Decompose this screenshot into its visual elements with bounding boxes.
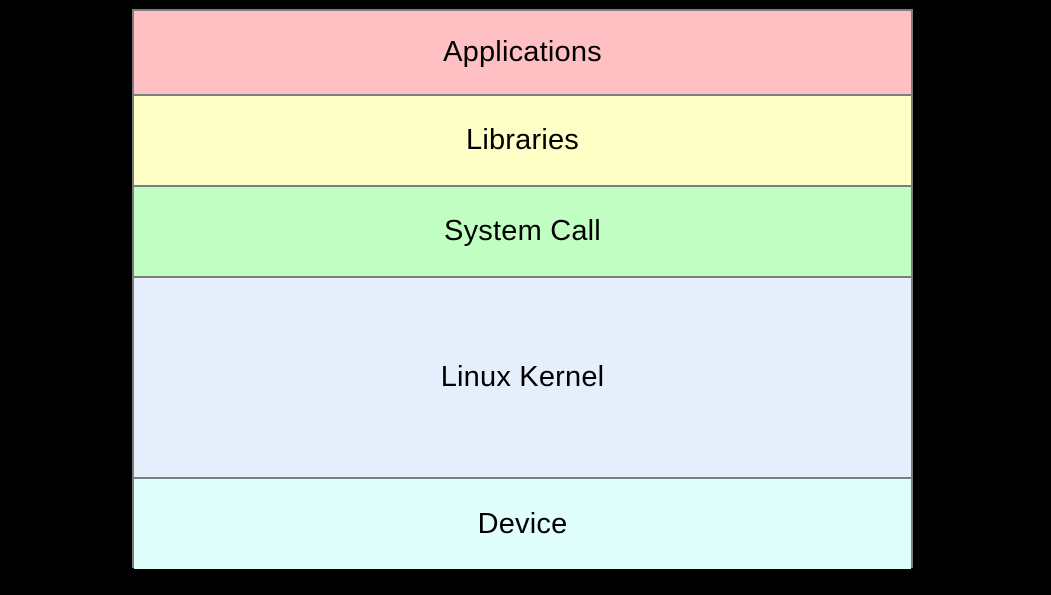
layer-label-libraries: Libraries (465, 124, 579, 156)
layer-label-applications: Applications (443, 36, 602, 68)
layer-linux-kernel: Linux Kernel (134, 278, 911, 479)
layer-system-call: System Call (134, 187, 911, 278)
layer-label-linux-kernel: Linux Kernel (440, 361, 605, 393)
layer-device: Device (134, 479, 911, 569)
layer-libraries: Libraries (134, 96, 911, 187)
layer-applications: Applications (134, 11, 911, 96)
layer-label-system-call: System Call (444, 215, 601, 247)
layer-stack-diagram: Applications Libraries System Call Linux… (132, 9, 913, 569)
layer-label-device: Device (477, 507, 568, 540)
